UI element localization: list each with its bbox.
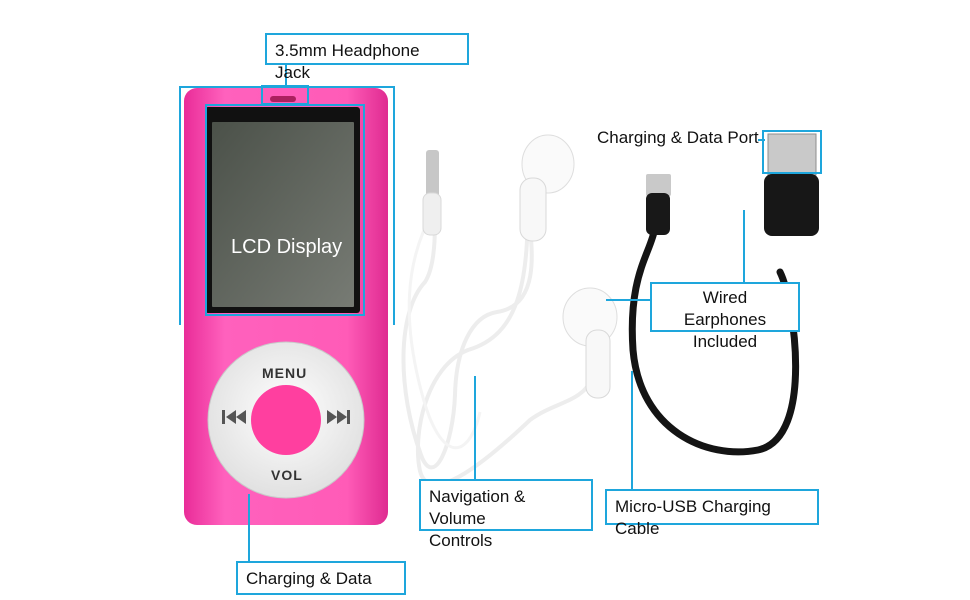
navigation-line1: Navigation & Volume xyxy=(429,487,526,528)
vol-label: VOL xyxy=(271,467,303,483)
earphone-bottom-stem xyxy=(585,329,611,399)
callout-lines xyxy=(179,62,822,563)
wired-earphones-line1: Wired Earphones xyxy=(683,288,767,329)
micro-usb-plug xyxy=(646,174,671,196)
previous-track-icon-bar xyxy=(222,410,225,424)
earphone-cable xyxy=(401,177,600,487)
earphones xyxy=(401,134,618,487)
next-track-icon xyxy=(327,410,347,424)
charging-port-bracket xyxy=(762,130,822,174)
mp3-player xyxy=(184,88,388,525)
earphone-top-stem xyxy=(519,177,547,242)
headphone-jack-callout: 3.5mm Headphone Jack xyxy=(265,33,469,82)
lcd-bracket xyxy=(205,104,365,316)
navigation-line2: Controls xyxy=(429,531,493,550)
audio-plug-body xyxy=(422,192,442,236)
player-bracket xyxy=(179,86,395,325)
menu-label: MENU xyxy=(262,365,308,381)
navigation-callout: Navigation & Volume Controls xyxy=(419,479,593,550)
micro-usb-housing xyxy=(646,193,670,235)
lcd-display-label: LCD Display xyxy=(231,236,343,258)
center-button[interactable] xyxy=(251,385,321,455)
charging-port-label: Charging & Data Port xyxy=(597,128,759,147)
micro-usb-callout: Micro-USB Charging Cable xyxy=(605,489,819,538)
audio-plug xyxy=(426,150,439,198)
headphone-jack xyxy=(270,96,296,102)
usb-a-plug xyxy=(767,133,817,176)
earphone-cable-secondary xyxy=(407,209,482,450)
usb-a-housing xyxy=(764,174,819,236)
lcd-screen xyxy=(212,122,354,307)
usb-cable-wire xyxy=(628,224,800,456)
wired-earphones-callout: Wired Earphones Included xyxy=(650,282,800,351)
wired-earphones-line2: Included xyxy=(692,332,758,351)
usb-cable xyxy=(628,133,819,456)
charging-data-callout: Charging & Data xyxy=(236,561,406,595)
next-track-icon-bar xyxy=(347,410,350,424)
previous-track-icon xyxy=(226,410,246,424)
